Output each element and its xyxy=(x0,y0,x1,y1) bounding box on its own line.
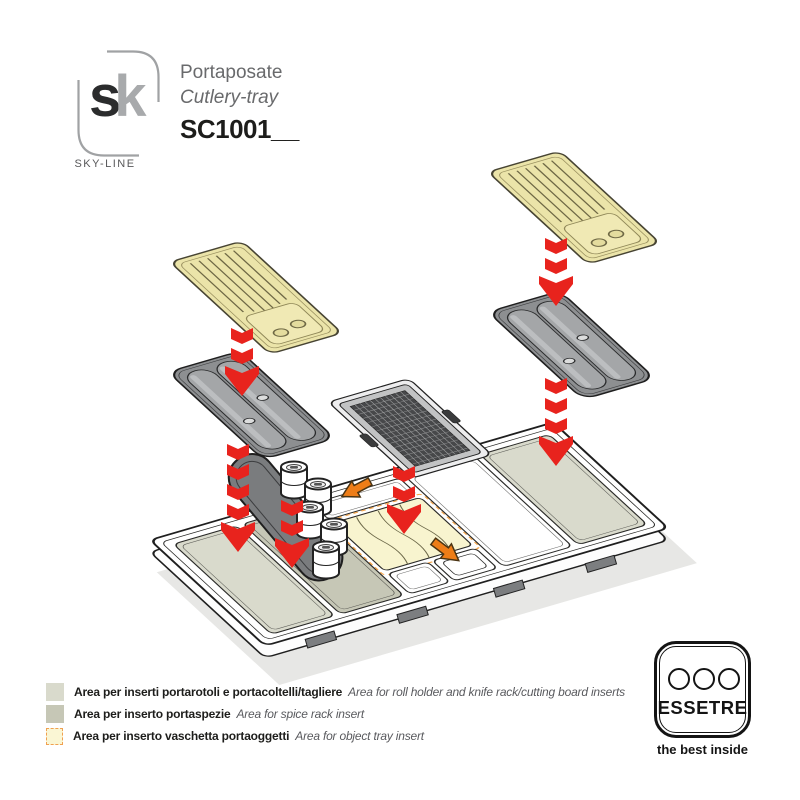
object-tray-area xyxy=(326,493,480,576)
roll-holder-left-insert xyxy=(166,349,337,461)
essetre-tagline: the best inside xyxy=(656,742,749,757)
legend-label-english: Area for roll holder and knife rack/cutt… xyxy=(348,685,625,699)
legend-label-italian: Area per inserti portarotoli e portacolt… xyxy=(74,685,343,699)
essetre-logo: ESSETRE xyxy=(654,641,751,738)
knife-rack-right-insert xyxy=(486,149,662,266)
essetre-circle-icon xyxy=(693,668,715,690)
legend-label-english: Area for spice rack insert xyxy=(236,707,364,721)
legend-row-spice-rack: Area per inserto portaspezie Area for sp… xyxy=(46,703,625,725)
roll-holder-right-insert xyxy=(486,289,657,401)
essetre-circle-icon xyxy=(668,668,690,690)
legend: Area per inserti portarotoli e portacolt… xyxy=(46,681,625,747)
front-compartment-a xyxy=(389,562,449,594)
legend-label-english: Area for object tray insert xyxy=(295,729,424,743)
roll-holder-area-left xyxy=(175,526,333,634)
product-title-italian: Portaposate xyxy=(180,62,283,83)
legend-swatch-light xyxy=(46,683,64,701)
product-model-code: SC1001__ xyxy=(180,114,299,144)
legend-label-italian: Area per inserto portaspezie xyxy=(74,707,231,721)
essetre-circles-icon xyxy=(668,668,740,690)
title-block: Portaposate Cutlery-tray SC1001__ xyxy=(180,62,299,145)
roll-holder-area-right xyxy=(482,435,646,544)
sk-logo-frame-icon xyxy=(77,50,160,157)
legend-swatch-yellow xyxy=(46,727,63,745)
product-title-english: Cutlery-tray xyxy=(180,87,279,108)
legend-row-roll-holder: Area per inserti portarotoli e portacolt… xyxy=(46,681,625,703)
brand-name: SKY-LINE xyxy=(74,158,136,170)
spice-rack-insert xyxy=(330,379,490,478)
legend-row-object-tray: Area per inserto vaschetta portaoggetti … xyxy=(46,725,625,747)
object-tray-dashed-outline xyxy=(326,493,480,576)
legend-label-italian: Area per inserto vaschetta portaoggetti xyxy=(73,729,290,743)
knife-rack-left-insert xyxy=(168,239,344,356)
essetre-logo-inner-border xyxy=(659,646,746,733)
essetre-name: ESSETRE xyxy=(657,697,748,718)
tray-feet xyxy=(304,554,618,649)
sk-logo: sk xyxy=(89,68,147,126)
essetre-circle-icon xyxy=(718,668,740,690)
legend-swatch-dark xyxy=(46,705,64,723)
